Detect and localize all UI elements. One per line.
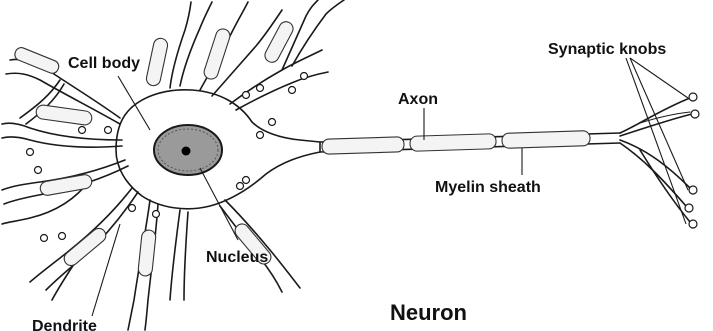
knob xyxy=(35,167,42,174)
sheath-segment xyxy=(262,19,295,64)
knob xyxy=(257,85,264,92)
sheath-segment xyxy=(13,46,61,75)
sheath-segment xyxy=(138,229,157,276)
knob xyxy=(237,183,244,190)
synaptic-knob xyxy=(689,220,697,228)
leader-cell-body xyxy=(118,76,150,130)
knob xyxy=(243,177,250,184)
knob xyxy=(153,211,160,218)
sheath-segment xyxy=(145,37,169,87)
knob xyxy=(129,205,136,212)
dendrite-branch xyxy=(236,72,328,110)
myelin-sheath xyxy=(322,131,590,155)
myelin-segment xyxy=(502,131,590,149)
terminal-branch xyxy=(640,150,690,222)
dendrite-branch xyxy=(170,210,180,300)
axon-terminals xyxy=(620,93,699,228)
dendrite-branch xyxy=(184,212,188,300)
knob xyxy=(27,149,34,156)
leader-synaptic-knobs xyxy=(626,58,686,224)
synaptic-knob xyxy=(691,110,699,118)
dendrite-branch xyxy=(2,137,122,147)
label-axon: Axon xyxy=(398,91,438,108)
myelin-segment xyxy=(410,134,496,152)
dendrite-branch xyxy=(170,2,191,88)
knob xyxy=(301,73,308,80)
synaptic-knob xyxy=(689,186,697,194)
nucleolus xyxy=(182,147,191,156)
sheath-segment xyxy=(35,104,92,126)
dendrite-branch xyxy=(292,0,344,66)
label-synaptic-knobs: Synaptic knobs xyxy=(548,41,666,58)
knob xyxy=(243,92,250,99)
knob xyxy=(79,127,86,134)
label-cell-body: Cell body xyxy=(68,55,140,72)
label-nucleus: Nucleus xyxy=(206,249,268,266)
knob xyxy=(41,235,48,242)
knob xyxy=(257,132,264,139)
knob xyxy=(105,127,112,134)
synaptic-knob xyxy=(689,93,697,101)
sheath-segment xyxy=(61,226,108,269)
myelin-segment xyxy=(322,137,404,155)
terminal-branch xyxy=(620,140,690,188)
knob xyxy=(289,87,296,94)
synaptic-knob xyxy=(685,204,693,212)
knob xyxy=(59,233,66,240)
leader-lines xyxy=(92,58,688,316)
diagram-title: Neuron xyxy=(390,300,467,325)
sheath-segment xyxy=(202,27,231,81)
label-myelin-sheath: Myelin sheath xyxy=(435,179,541,196)
label-dendrite: Dendrite xyxy=(32,318,97,331)
nucleus xyxy=(154,125,222,175)
leader-nucleus xyxy=(200,168,238,240)
knob xyxy=(269,119,276,126)
